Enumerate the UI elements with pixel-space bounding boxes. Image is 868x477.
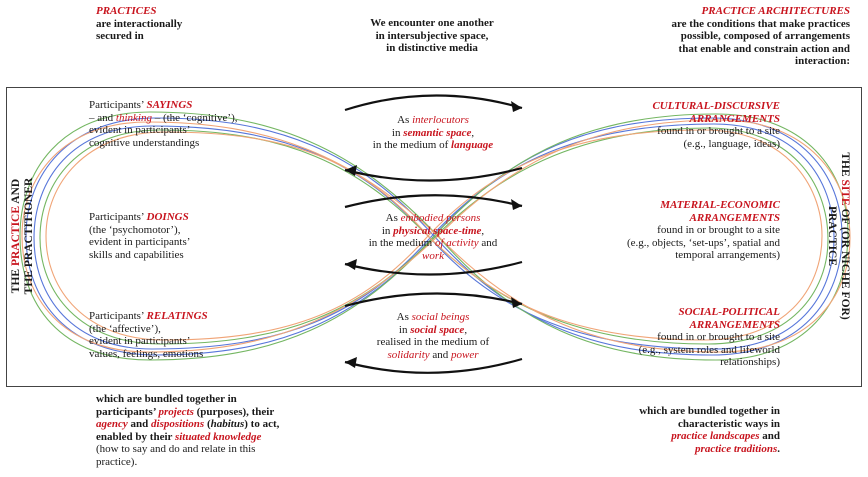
main-frame [6, 87, 862, 387]
doings-block: Participants’ DOINGS (the ‘psychomotor’)… [89, 211, 191, 261]
interlocutors-block: As interlocutors in semantic space, in t… [372, 114, 494, 152]
embodied-persons-block: As embodied persons in physical space-ti… [368, 212, 498, 262]
arrow-middle-top [344, 194, 523, 209]
social-beings-block: As social beings in social space, realis… [376, 311, 490, 361]
bottom-right-block: which are bundled together in characteri… [639, 405, 780, 455]
arrowhead-2 [345, 165, 357, 176]
arrowhead-5 [511, 297, 522, 308]
top-center-block: We encounter one another in intersubject… [322, 17, 542, 55]
arrowhead-3 [511, 199, 522, 210]
top-right-line3: that enable and constrain action and [678, 42, 850, 55]
loop-orange-1 [21, 119, 851, 353]
social-political-block: SOCIAL-POLITICAL ARRANGEMENTS found in o… [638, 306, 780, 369]
top-left-line2: secured in [96, 30, 144, 43]
top-right-block: PRACTICE ARCHITECTURES are the condition… [570, 5, 850, 68]
top-center-line2: in intersubjective space, [375, 29, 489, 42]
arrowhead-1 [511, 101, 522, 112]
top-right-line4: interaction: [795, 55, 850, 68]
side-label-site: THE SITE OF (OR NICHE FOR) PRACTICE [826, 152, 851, 320]
top-center-line1: We encounter one another [370, 17, 494, 29]
material-economic-block: MATERIAL-ECONOMIC ARRANGEMENTS found in … [626, 199, 780, 262]
sayings-block: Participants’ SAYINGS – and thinking – (… [89, 99, 238, 149]
loop-orange-2 [45, 129, 823, 341]
bottom-left-block: which are bundled together in participan… [96, 393, 280, 468]
top-right-line1: are the conditions that make practices [671, 17, 850, 30]
practices-heading: PRACTICES [96, 5, 157, 17]
top-center-line3: in distinctive media [386, 42, 478, 55]
top-left-block: PRACTICES are interactionally secured in [96, 5, 296, 43]
arrow-upper-top [344, 94, 523, 112]
top-left-line1: are interactionally [96, 17, 183, 30]
top-right-line2: possible, composed of arrangements [680, 30, 850, 43]
cultural-discursive-block: CULTURAL-DISCURSIVE ARRANGEMENTS found i… [652, 100, 780, 150]
arrowhead-6 [345, 357, 357, 368]
arrow-lower-top [344, 292, 523, 308]
arrow-middle-bottom [344, 260, 523, 276]
practice-architectures-heading: PRACTICE ARCHITECTURES [701, 5, 850, 17]
arrow-lower-bottom [344, 357, 523, 374]
side-label-practice: THE PRACTICE AND THE PRACTITIONER [10, 177, 35, 295]
arrowhead-4 [345, 259, 357, 270]
arrow-upper-bottom [344, 166, 523, 182]
relatings-block: Participants’ RELATINGS (the ‘affective’… [89, 310, 208, 360]
